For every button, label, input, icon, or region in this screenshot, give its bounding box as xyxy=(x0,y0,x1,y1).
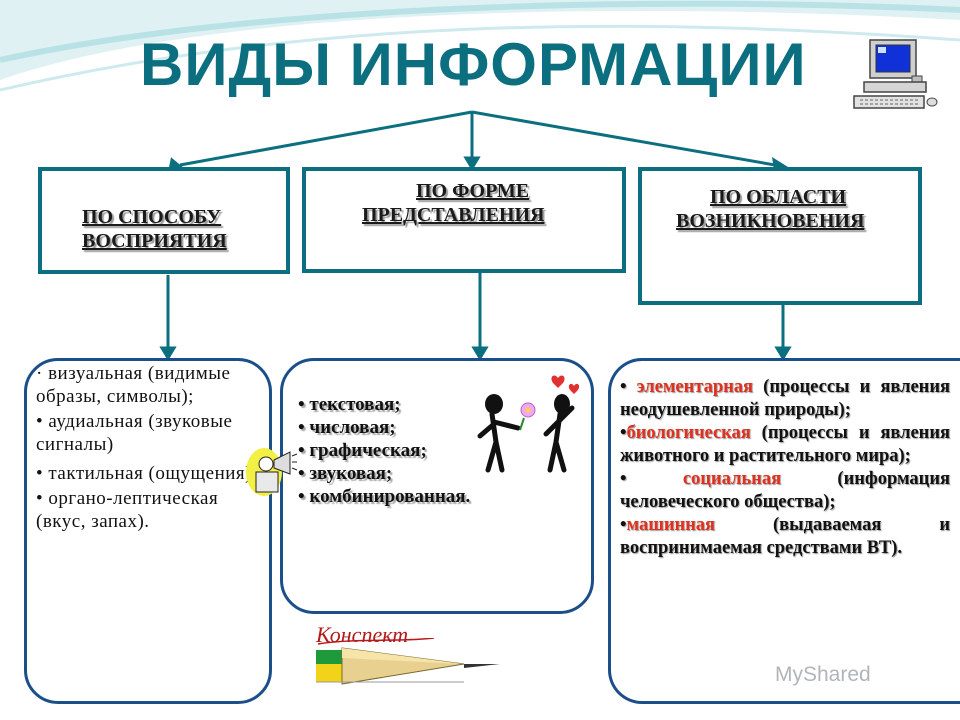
term-description: (информация человеческого общества); xyxy=(620,469,951,512)
category-form: ПО ФОРМЕ ПРЕДСТАВЛЕНИЯ xyxy=(302,167,626,273)
stick-figures-icon xyxy=(477,375,580,473)
term-biological: биологическая xyxy=(626,423,751,443)
origin-list: • элементарная (процессы и явления неоду… xyxy=(620,376,950,560)
list-item: • социальная (информация человеческого о… xyxy=(620,468,950,514)
category-perception-line2: ВОСПРИЯТИЯ xyxy=(82,230,227,252)
computer-icon xyxy=(853,39,938,109)
list-item: • элементарная (процессы и явления неоду… xyxy=(620,376,950,422)
category-form-line1: ПО ФОРМЕ xyxy=(416,180,530,202)
page-title: ВИДЫ ИНФОРМАЦИИ xyxy=(140,31,807,98)
bullet: • xyxy=(620,423,627,443)
list-item: • звуковая; xyxy=(298,463,393,484)
origin-box xyxy=(608,358,960,704)
watermark: MyShared xyxy=(775,663,871,686)
category-origin: ПО ОБЛАСТИ ВОЗНИКНОВЕНИЯ xyxy=(638,167,922,305)
category-form-line2: ПРЕДСТАВЛЕНИЯ xyxy=(362,204,545,226)
list-item: • комбинированная. xyxy=(298,486,471,507)
category-origin-line1: ПО ОБЛАСТИ xyxy=(710,186,847,208)
bullet: • xyxy=(620,377,637,397)
list-item: · визуальная (видимые образы, символы); xyxy=(36,363,231,407)
list-item: • числовая; xyxy=(298,417,396,438)
list-item: • текстовая; xyxy=(298,394,401,415)
list-item: • органо-лептическая (вкус, запах). xyxy=(36,488,219,532)
term-description: (процессы и явления неодушевленной приро… xyxy=(620,377,951,420)
pencil-icon xyxy=(316,638,500,685)
form-list: • текстовая; • числовая; • графическая; … xyxy=(298,393,558,508)
bullet: • xyxy=(620,515,627,535)
perception-box xyxy=(24,358,272,704)
list-item: •биологическая (процессы и явления живот… xyxy=(620,422,950,468)
bullet: • xyxy=(620,469,683,489)
perception-list: · визуальная (видимые образы, символы); … xyxy=(36,362,260,533)
connector-arrows xyxy=(159,110,795,361)
term-description: (выдаваемая и воспринимаемая средствами … xyxy=(620,515,950,558)
category-origin-line2: ВОЗНИКНОВЕНИЯ xyxy=(676,210,865,232)
form-box xyxy=(280,358,594,614)
konspekt-label: Конспект xyxy=(316,622,409,647)
term-elementary: элементарная xyxy=(636,377,754,397)
term-description: (процессы и явления животного и растител… xyxy=(620,423,950,466)
list-item: • графическая; xyxy=(298,440,427,461)
list-item: • тактильная (ощущения); xyxy=(36,463,258,484)
megaphone-icon xyxy=(246,448,298,496)
list-item: •машинная (выдаваемая и воспринимаемая с… xyxy=(620,514,950,560)
category-perception-line1: ПО СПОСОБУ xyxy=(82,206,222,228)
list-item: • аудиальная (звуковые сигналы) xyxy=(36,411,233,455)
term-machine: машинная xyxy=(626,515,716,535)
category-perception: ПО СПОСОБУ ВОСПРИЯТИЯ xyxy=(38,167,290,274)
term-social: социальная xyxy=(682,469,782,489)
